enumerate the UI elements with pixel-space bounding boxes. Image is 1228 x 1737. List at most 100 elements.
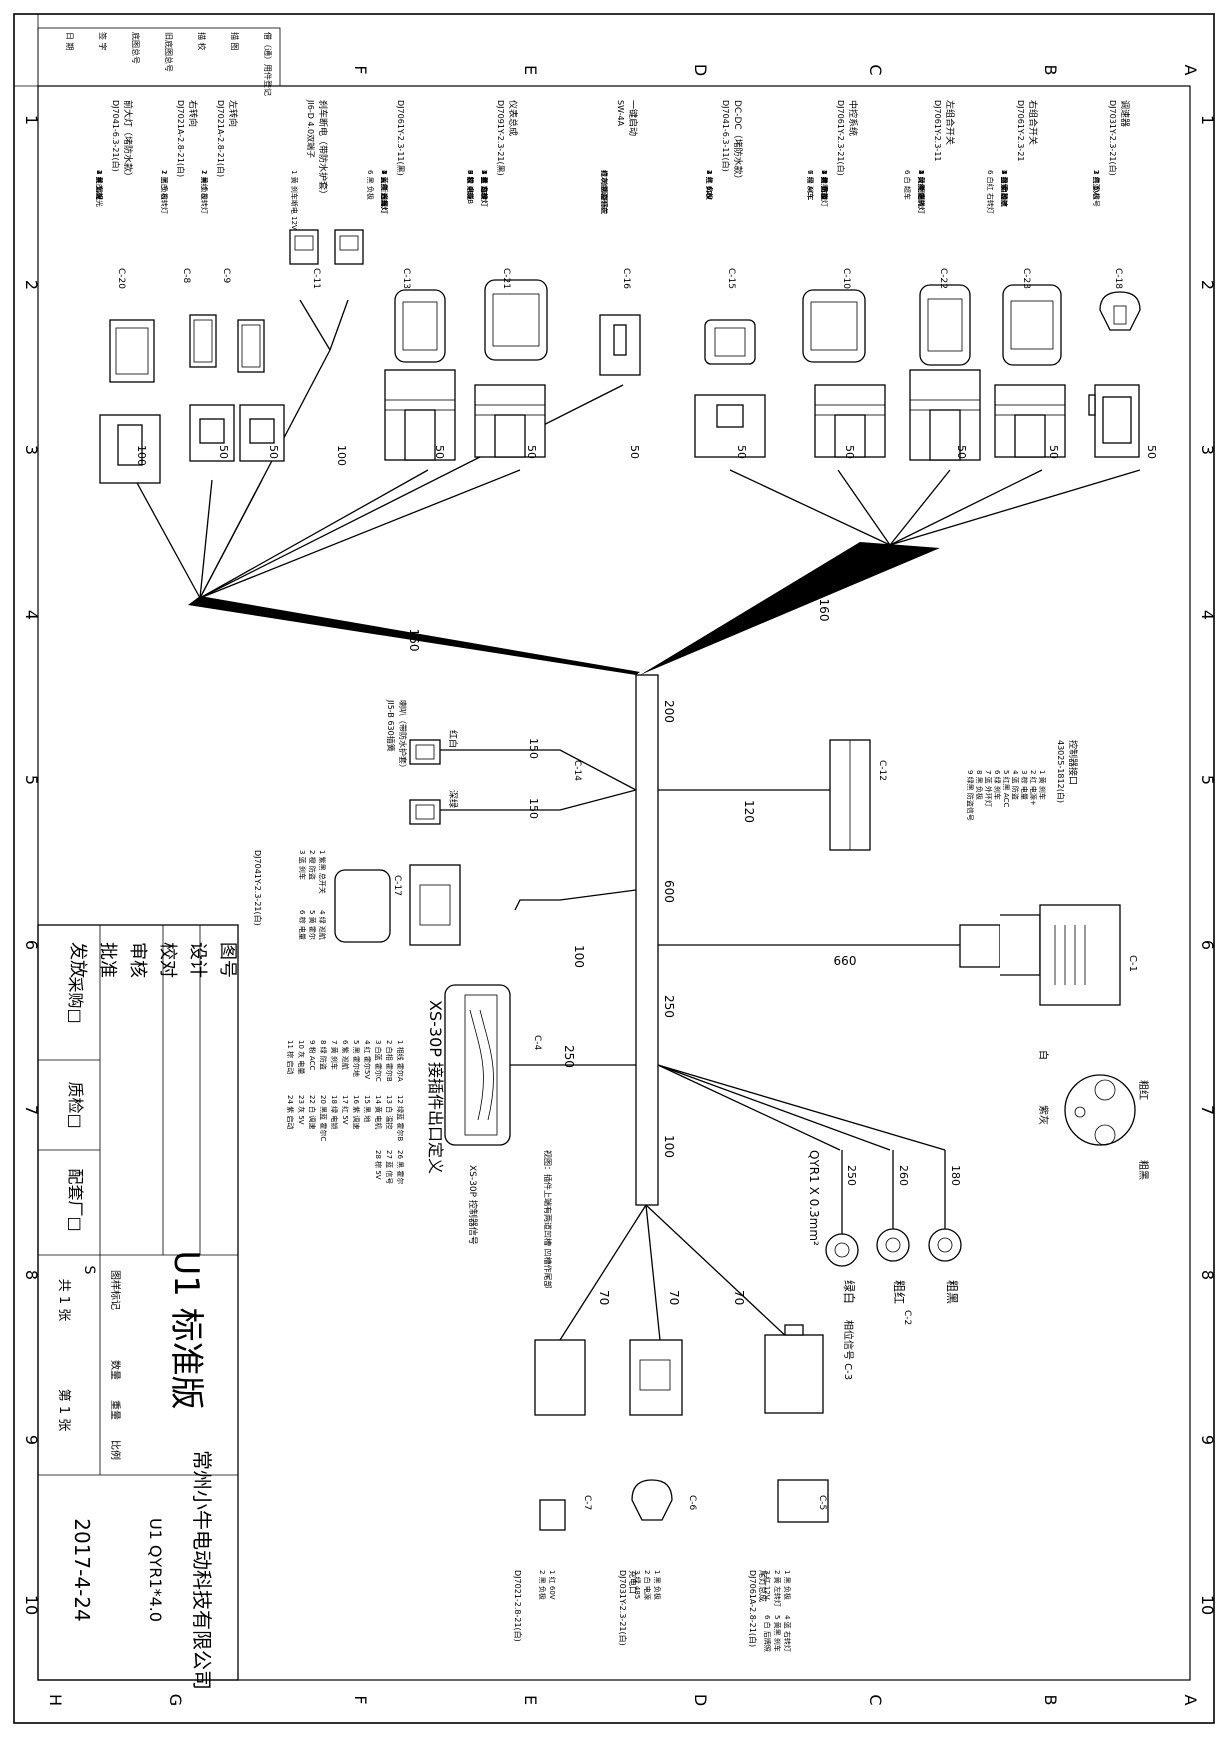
horn-red-white: 红白: [447, 730, 459, 748]
supplier-box: 配套厂□: [66, 1168, 85, 1231]
date-text: 2017-4-24: [70, 1518, 94, 1622]
motor-lug-len-2: 180: [949, 1165, 962, 1186]
c17-len: 100: [572, 945, 586, 968]
col-label-bottom-F: F: [351, 1695, 370, 1704]
motor-wire-2: 粗黑: [945, 1280, 959, 1304]
c1-len: 660: [834, 954, 857, 968]
branch-len-C-16: 50: [628, 445, 641, 459]
c17-pin-0: 1 紫黑 总开关: [318, 850, 327, 894]
tb-role-4: 批准: [97, 942, 118, 978]
c17-pin-2: 3 蓝 刹车: [298, 850, 307, 880]
branch-len-C-11: 100: [335, 445, 348, 466]
branch-id-C-23: C-23: [1021, 268, 1031, 289]
branch-pin-C-21-0: 1 红 12V: [480, 170, 489, 200]
branch-len-C-20: 100: [135, 445, 148, 466]
branch-id-C-21: C-21: [501, 268, 511, 289]
company-name: 常州小牛电动科技有限公司: [190, 1450, 214, 1690]
side-label-5: 签 字: [98, 32, 108, 51]
housing-c9: [239, 404, 285, 462]
bottom-housings: [534, 1324, 829, 1531]
branch-id-C-9: C-9: [221, 268, 231, 284]
branch-pin-C-16-1: 红2 启动开关: [600, 170, 609, 212]
bottom-pin-C-5-5: 6 白 后牌照: [763, 1615, 772, 1652]
c12-pin-7: 8 黑 负极: [975, 770, 984, 800]
housing-c15: [694, 394, 766, 458]
horn-len-2: 150: [527, 798, 540, 819]
xs30-pin-13: 14 黄 电机: [374, 1095, 383, 1129]
motor-id: C-2: [902, 1310, 912, 1325]
branch-pin-C-22-2: 3 黄白 远光灯: [917, 170, 926, 214]
bottom-pin-C-5-3: 4 蓝 右转灯: [783, 1615, 792, 1652]
row-label-right-9: 9: [1198, 1435, 1217, 1445]
motor-lug-len-0: 250: [845, 1165, 858, 1186]
branch-part-C-20: DJ7041-6.3-21(白): [111, 100, 121, 172]
c12-pin-0: 1 黄 刹车: [1038, 770, 1047, 800]
right-fan-lines: [729, 469, 1141, 546]
branch-pin-C-13-3: 4 黄白 远光灯: [380, 170, 389, 214]
face-c20: [109, 319, 155, 383]
scale-label: 比例: [109, 1440, 122, 1460]
bottom-id-C-7: C-7: [582, 1495, 592, 1510]
row-label-right-6: 6: [1198, 940, 1217, 950]
branch-len-C-13: 50: [433, 445, 446, 459]
branch-pin-C-13-4: 5 黄 近光灯: [380, 170, 389, 207]
xs30-pin-3: 4 红 霍尔5V: [363, 1040, 372, 1079]
branch-pin-C-21-7: 8 灰 485: [466, 170, 475, 199]
left-trunk-wedge: [188, 596, 640, 675]
branch-id-C-8: C-8: [181, 268, 191, 284]
title-text: U1 标准版: [166, 1250, 206, 1409]
branch-pin-C-10-3: 4 黄 霍尔: [820, 170, 829, 200]
c12-part: 43025-1812(白): [1056, 740, 1066, 803]
title-block: [37, 924, 239, 1681]
branch-part-C-13: DJ7061Y-2.3-11(黑): [396, 100, 405, 176]
branch-len-C-10: 50: [843, 445, 856, 459]
c17-pin-4: 5 黄 霍尔: [308, 910, 317, 940]
row-label-left-8: 8: [22, 1270, 41, 1280]
housing-c13: [384, 369, 456, 461]
xs30-pin-8: 9 粉 ACC: [308, 1040, 317, 1070]
horn-part: JI5-B 630插簧: [386, 699, 396, 752]
branch-pin-C-21-1: 2 黑 负极: [480, 170, 489, 200]
col-label-top-C: C: [866, 64, 885, 75]
branch-pin-C-21-4: 5 蓝 右转灯: [480, 170, 489, 207]
branch-part-C-9: DJ7021A-2.8-21(白): [216, 100, 226, 177]
branch-name-C-23: 右组合开关: [1027, 100, 1039, 145]
xs30-label: XS-30P 控制器信号: [467, 1165, 479, 1245]
branch-pin-C-15-2: 3 黑 负极: [705, 170, 714, 200]
branch-pin-C-15-0: 1 红 60V: [705, 170, 714, 200]
pin-faces: [109, 229, 1141, 383]
bottom-pin-C-6-2: 3 绿 485: [633, 1570, 642, 1599]
c12-pin-5: 6 绿 刹车: [993, 770, 1002, 800]
face-c15: [704, 319, 756, 365]
xs30-pin-14: 15 黑 地: [363, 1095, 372, 1122]
branch-len-C-8: 50: [217, 445, 230, 459]
branch-pin-C-21-3: 4 黄 左转灯: [480, 170, 489, 207]
branch-id-C-18: C-18: [1113, 268, 1123, 289]
col-label-bottom-A: A: [1181, 1695, 1200, 1706]
branch-name-C-8: 右转向: [187, 100, 199, 127]
sheet-no: 第 1 张: [56, 1389, 71, 1432]
branch-pin-C-20-0: 1 黄 远光: [95, 170, 104, 200]
row-label-right-10: 10: [1198, 1595, 1217, 1615]
c1-id: C-1: [1127, 955, 1138, 972]
c1-wire-2: 粗黑: [1137, 1160, 1149, 1180]
bottom-pin-C-7-0: 1 红 60V: [548, 1570, 557, 1600]
col-label-bottom-B: B: [1041, 1695, 1060, 1706]
connector-housings-top: [99, 314, 1140, 484]
xs30-title: XS-30P 接插件出口定义: [426, 1000, 445, 1174]
row-label-left-4: 4: [22, 610, 41, 620]
branch-id-C-11: C-11: [311, 268, 321, 289]
tb-role-1: 设计: [187, 942, 208, 978]
branch-name-C-21: 仪表总成: [507, 100, 519, 136]
branch-name-C-18: 调速器: [1119, 100, 1130, 127]
branch-len-C-18: 50: [1145, 445, 1158, 459]
xs30-pin-19: 22 白 调速: [308, 1095, 317, 1129]
qty-label: 数量: [109, 1360, 122, 1380]
branch-pin-C-23-1: 2 白黄 加速: [1000, 170, 1009, 207]
col-label-top-A: A: [1181, 65, 1200, 76]
bottom-pin-C-5-0: 1 黑 负极: [783, 1570, 792, 1600]
motor-phase: 相位信号 C-3: [842, 1320, 855, 1380]
xs30p-connector: [444, 984, 511, 1146]
trunk-bar: [635, 674, 659, 1206]
